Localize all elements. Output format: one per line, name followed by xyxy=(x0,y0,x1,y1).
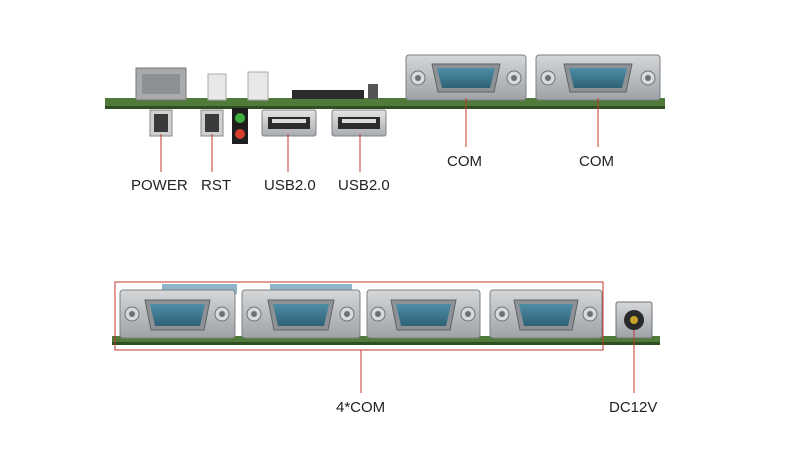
dc-label: DC12V xyxy=(609,399,658,416)
top-pcb xyxy=(105,98,665,108)
bottom-pcb xyxy=(112,336,660,344)
capacitor-2 xyxy=(247,71,269,101)
bottom-board xyxy=(112,284,660,345)
com-right-label: COM xyxy=(579,153,614,170)
capacitor-1 xyxy=(207,73,227,101)
com-port-top-right xyxy=(535,54,661,101)
status-leds xyxy=(232,108,248,144)
com-group-frame xyxy=(114,281,604,351)
com-left-label: COM xyxy=(447,153,482,170)
usb-right-label: USB2.0 xyxy=(338,177,390,194)
power-label: POWER xyxy=(131,177,188,194)
usb-port-left xyxy=(261,109,317,137)
green-led xyxy=(235,113,245,123)
top-callouts xyxy=(160,98,599,172)
com-port-top-left xyxy=(405,54,527,101)
bottom-callouts xyxy=(114,281,635,393)
dc-jack xyxy=(615,301,653,339)
com-port-1 xyxy=(119,289,236,339)
red-led xyxy=(235,129,245,139)
top-board xyxy=(105,54,665,144)
usb-port-right xyxy=(331,109,387,137)
reset-button xyxy=(200,109,224,137)
power-button xyxy=(149,109,173,137)
com-port-4 xyxy=(489,289,603,339)
com-port-3 xyxy=(366,289,481,339)
rst-label: RST xyxy=(201,177,231,194)
usb-left-label: USB2.0 xyxy=(264,177,316,194)
header-strip xyxy=(292,90,364,99)
com-port-2 xyxy=(241,289,361,339)
com-group-label: 4*COM xyxy=(336,399,386,416)
